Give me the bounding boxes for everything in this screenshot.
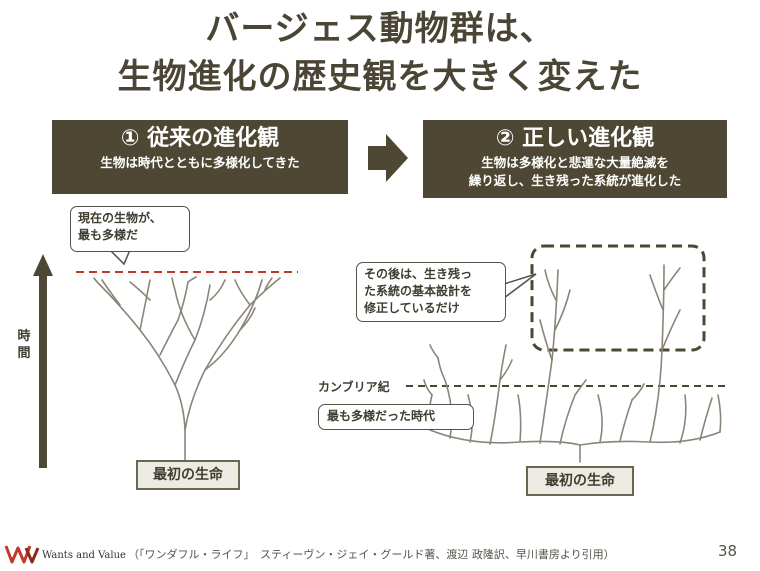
slide-title-line-1: バージェス動物群は、	[205, 9, 555, 49]
present-most-diverse-callout: 現在の生物が、 最も多様だ	[70, 206, 190, 252]
citation: （「ワンダフル・ライフ」 スティーヴン・ジェイ・グールド著、渡辺 政隆訳、早川書…	[128, 548, 615, 561]
first-life-label-left: 最初の生命	[136, 460, 240, 490]
wants-and-value-logo	[4, 545, 40, 564]
traditional-view-heading: ① 従来の進化観	[120, 126, 280, 151]
page-number: 38	[718, 542, 738, 560]
brand-name: Wants and Value	[42, 550, 126, 561]
survivors-modify-callout: その後は、生き残っ た系統の基本設計を 修正しているだけ	[356, 262, 506, 322]
slide-title-line-2: 生物進化の歴史観を大きく変えた	[117, 57, 643, 97]
survivor-lineages-box	[530, 244, 706, 352]
first-life-label-right: 最初の生命	[526, 466, 634, 496]
correct-view-subtitle-2: 繰り返し、生き残った系統が進化した	[468, 173, 682, 188]
callout-right-line-2: た系統の基本設計を	[364, 284, 473, 298]
traditional-view-header: ① 従来の進化観 生物は時代とともに多様化してきた	[52, 120, 348, 194]
correct-view-subtitle-1: 生物は多様化と悲運な大量絶滅を	[481, 155, 669, 170]
callout-right-line-1: その後は、生き残っ	[364, 267, 473, 281]
time-axis-label: 時間	[17, 329, 31, 361]
arrow-right-icon	[368, 134, 408, 182]
traditional-view-subtitle: 生物は時代とともに多様化してきた	[100, 155, 300, 170]
most-diverse-era-callout: 最も多様だった時代	[318, 404, 474, 430]
correct-view-heading: ② 正しい進化観	[495, 126, 655, 151]
callout-right-line-3: 修正しているだけ	[364, 301, 460, 315]
traditional-evolution-tree	[93, 276, 281, 461]
callout-line-1: 現在の生物が、	[78, 211, 162, 225]
cambrian-label: カンブリア紀	[318, 380, 390, 394]
arrow-up-icon	[33, 254, 53, 468]
correct-view-header: ② 正しい進化観 生物は多様化と悲運な大量絶滅を 繰り返し、生き残った系統が進化…	[423, 120, 727, 198]
callout-line-2: 最も多様だ	[78, 228, 139, 242]
